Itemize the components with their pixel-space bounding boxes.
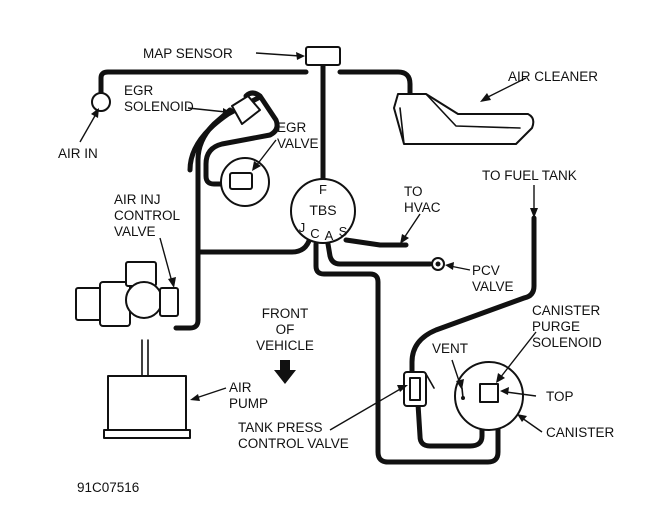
egr-solenoid: [231, 95, 261, 125]
components: [75, 46, 535, 439]
label-front-1: FRONT: [262, 306, 309, 321]
label-egr-solenoid-1: EGR: [124, 83, 154, 98]
label-air-in: AIR IN: [58, 146, 98, 161]
text-labels: MAP SENSOR AIR CLEANER EGR SOLENOID AIR …: [58, 46, 615, 495]
label-top: TOP: [546, 389, 574, 404]
tbs-port-f: F: [319, 182, 327, 197]
label-figure-code: 91C07516: [77, 480, 139, 495]
canister-vent-dot: [461, 396, 465, 400]
hose-tbs-to-canister: [313, 241, 501, 465]
label-tank-press-1: TANK PRESS: [238, 420, 323, 435]
label-canister-purge-1: CANISTER: [532, 303, 601, 318]
label-front-2: OF: [276, 322, 295, 337]
hose-fuel-tank: [409, 215, 537, 381]
hose-tbs-to-pcv: [325, 241, 433, 267]
hose-tpcv-to-canister: [415, 399, 485, 449]
hose-map-to-cleaner: [337, 69, 413, 97]
tbs-port-c: C: [310, 226, 319, 241]
label-canister-purge-2: PURGE: [532, 319, 580, 334]
label-pcv-1: PCV: [472, 263, 500, 278]
label-air-inj-3: VALVE: [114, 224, 156, 239]
egr-valve-diaphragm: [229, 172, 253, 190]
label-air-inj-2: CONTROL: [114, 208, 180, 223]
label-air-cleaner: AIR CLEANER: [508, 69, 598, 84]
tbs-port-j: J: [299, 220, 306, 235]
pcv-valve-core: [435, 261, 441, 267]
tbs-label: TBS: [309, 202, 336, 218]
label-air-pump-2: PUMP: [229, 396, 268, 411]
tbs-port-s: S: [339, 224, 348, 239]
label-to-hvac-1: TO: [404, 184, 423, 199]
label-vent: VENT: [432, 341, 468, 356]
label-to-fuel-tank: TO FUEL TANK: [482, 168, 577, 183]
hose-air-inj-right: [173, 249, 201, 331]
label-air-pump-1: AIR: [229, 380, 252, 395]
label-canister: CANISTER: [546, 425, 615, 440]
label-egr-valve-1: EGR: [277, 120, 307, 135]
front-arrow: [274, 360, 296, 384]
hose-tbs-to-airinj: [195, 235, 313, 255]
tbs-unit: [290, 178, 356, 244]
air-cleaner-edge: [399, 93, 521, 145]
canister-purge-solenoid: [479, 383, 499, 403]
label-air-inj-1: AIR INJ: [114, 192, 161, 207]
label-to-hvac-2: HVAC: [404, 200, 441, 215]
hose-top-main: [98, 69, 309, 97]
tbs-port-a: A: [325, 228, 334, 243]
air-pump: [103, 339, 191, 439]
leader-lines: [79, 52, 543, 433]
air-in-filter: [91, 92, 111, 112]
tank-press-control-valve: [403, 371, 435, 407]
label-pcv-2: VALVE: [472, 279, 514, 294]
hose-tbs-to-hvac: [343, 237, 409, 248]
label-front-3: VEHICLE: [256, 338, 314, 353]
label-tank-press-2: CONTROL VALVE: [238, 436, 349, 451]
map-sensor: [305, 46, 341, 66]
hose-egr-loop: [203, 90, 280, 187]
air-cleaner: [393, 93, 535, 145]
label-egr-solenoid-2: SOLENOID: [124, 99, 194, 114]
label-canister-purge-3: SOLENOID: [532, 335, 602, 350]
label-map-sensor: MAP SENSOR: [143, 46, 233, 61]
label-egr-valve-2: VALVE: [277, 136, 319, 151]
air-inj-control-valve: [75, 261, 179, 327]
